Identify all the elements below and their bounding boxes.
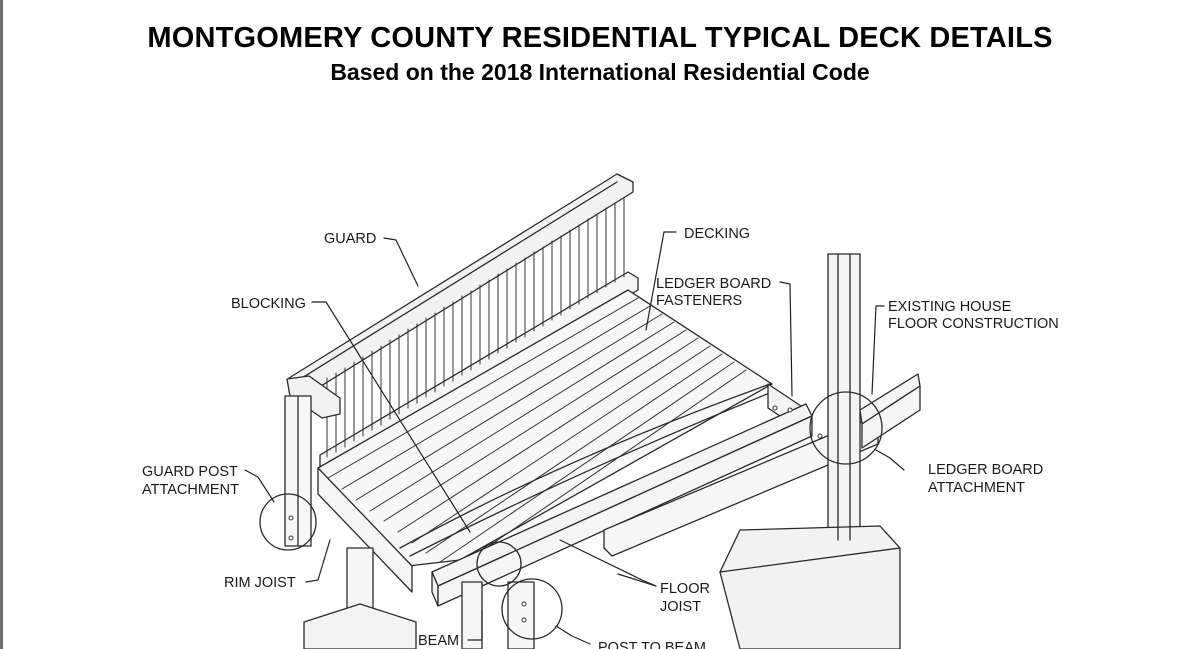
detail-circle-ledger	[809, 391, 883, 465]
label-existing-house-line2: FLOOR CONSTRUCTION	[888, 316, 1059, 332]
detail-circle-blocking	[476, 541, 522, 587]
document-subtitle: Based on the 2018 International Resident…	[330, 59, 870, 85]
deck-post-beam	[507, 581, 535, 649]
label-guard: GUARD	[324, 231, 376, 247]
leader-lines	[244, 231, 905, 645]
beam	[461, 581, 483, 649]
label-rim-joist: RIM JOIST	[224, 575, 296, 591]
label-floor-joist-line2: JOIST	[660, 599, 701, 615]
footing-left	[303, 603, 417, 649]
decking	[317, 289, 773, 571]
page-edge-rule	[0, 0, 3, 649]
label-decking: DECKING	[684, 226, 750, 242]
detail-circle-guard-post	[259, 493, 317, 551]
label-ledger-board-fasteners-line2: FASTENERS	[656, 293, 742, 309]
label-guard-post-attachment-line2: ATTACHMENT	[142, 482, 239, 498]
document-title: MONTGOMERY COUNTY RESIDENTIAL TYPICAL DE…	[147, 22, 1053, 54]
label-floor-joist-line1: FLOOR	[660, 581, 710, 597]
label-blocking: BLOCKING	[231, 296, 306, 312]
label-guard-post-attachment-line1: GUARD POST	[142, 464, 238, 480]
label-ledger-board-attachment-line2: ATTACHMENT	[928, 480, 1025, 496]
label-ledger-board-fasteners-line1: LEDGER BOARD	[656, 276, 771, 292]
rim-joist	[317, 467, 413, 593]
label-post-to-beam: POST TO BEAM	[598, 640, 706, 649]
label-ledger-board-attachment-line1: LEDGER BOARD	[928, 462, 1043, 478]
foundation-wall	[827, 253, 861, 541]
framing	[303, 253, 921, 649]
label-existing-house-line1: EXISTING HOUSE	[888, 299, 1012, 315]
detail-circle-post-beam	[501, 578, 563, 640]
label-beam: BEAM	[418, 633, 459, 649]
